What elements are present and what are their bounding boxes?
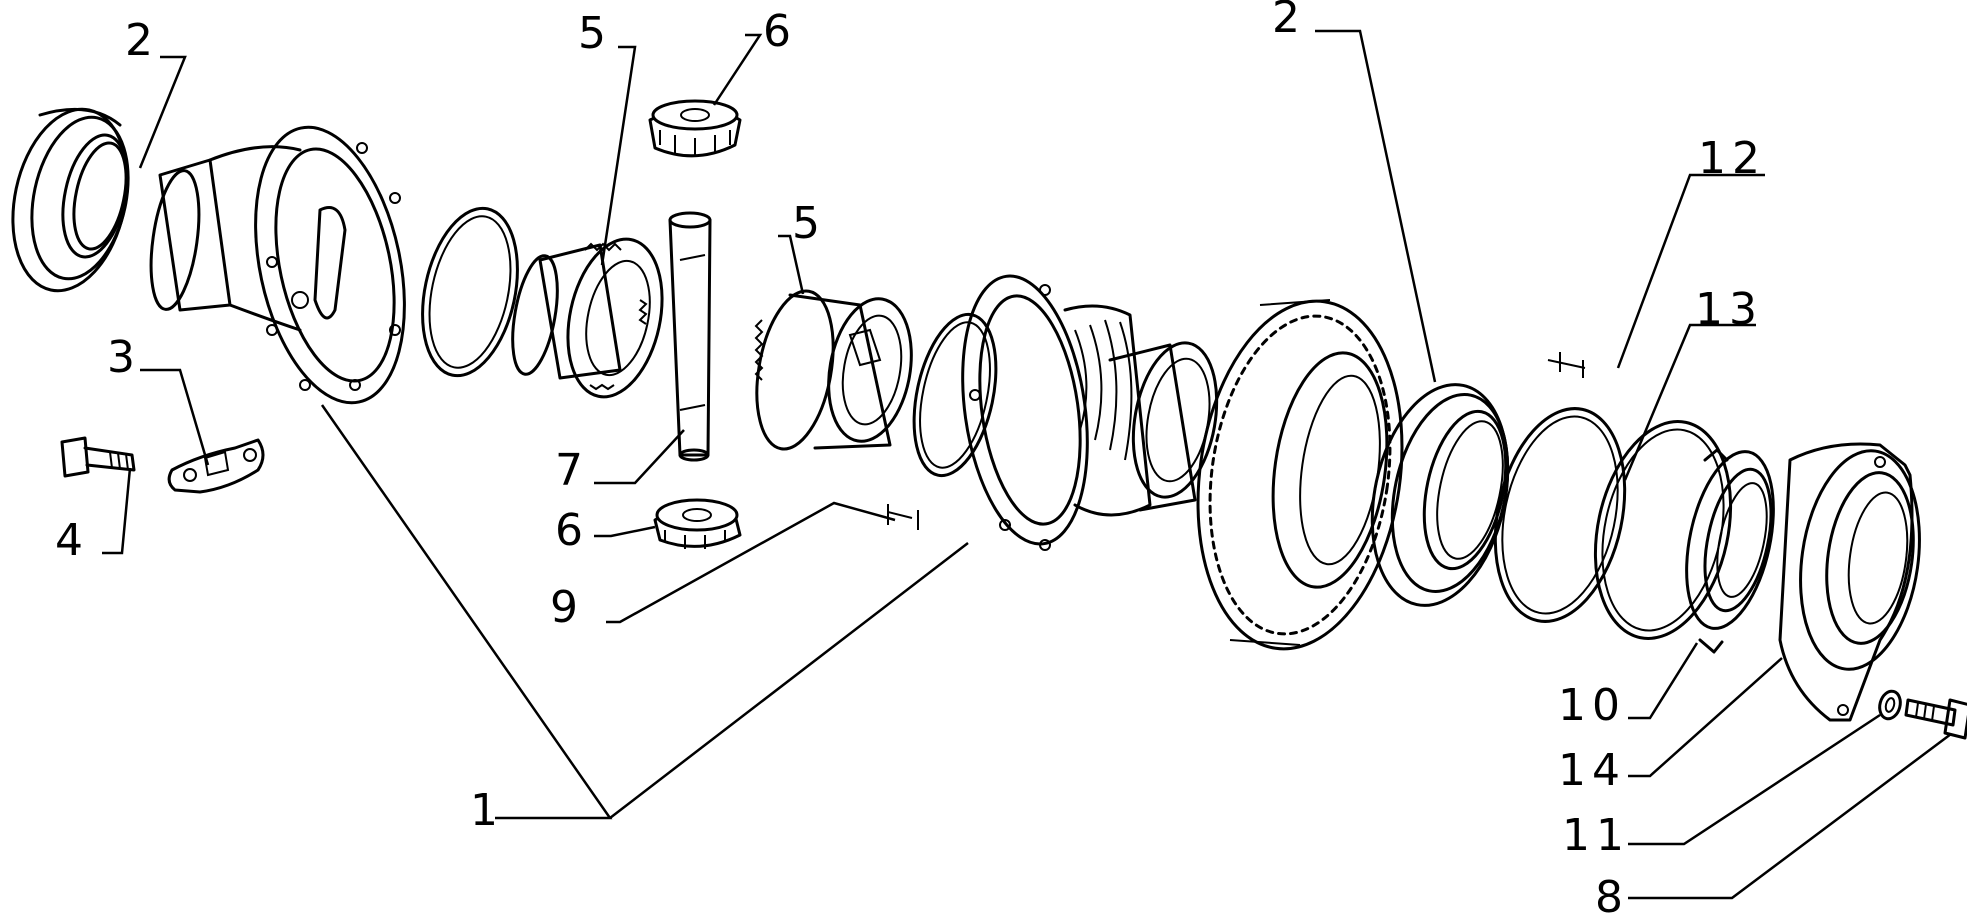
housing-14 [1778,442,1921,722]
planet-gear-bottom [653,498,742,549]
callout-1: 1 [470,785,498,836]
seal-plate-10 [1685,448,1775,654]
callout-5-top: 5 [578,8,606,59]
bolt-8 [1904,698,1967,740]
callout-4: 4 [55,515,83,566]
callout-11: 11 [1562,810,1630,861]
callout-3: 3 [107,332,135,383]
callout-10: 10 [1558,680,1626,731]
callout-13: 13 [1695,284,1763,335]
side-gear-left [511,237,664,399]
callout-14: 14 [1558,745,1626,796]
ring-seal-left [421,206,519,378]
planet-gear-top [648,99,742,158]
callout-9: 9 [550,582,578,633]
callout-6-top: 6 [763,6,791,57]
callout-2-right: 2 [1272,0,1300,43]
callout-labels: 2 5 6 2 12 13 3 5 4 7 6 9 10 14 11 1 8 [55,0,1766,916]
leader-lines [102,29,1952,900]
bearing-right [1370,383,1510,607]
ring-gear [1196,299,1404,651]
callout-5-mid: 5 [792,198,820,249]
bearing-left [11,107,130,293]
shim-ring-9 [912,312,998,478]
callout-12: 12 [1698,133,1766,184]
callout-8: 8 [1595,872,1623,916]
dimension-marks [887,352,1586,530]
bolt-4 [60,436,136,478]
callout-6-bottom: 6 [555,505,583,556]
housing-right [961,274,1219,551]
callout-7: 7 [555,445,583,496]
pinion-shaft [668,211,712,462]
side-gear-right [754,289,913,451]
housing-left [149,125,406,405]
washer-11 [1878,689,1902,721]
shim-ring-12 [1493,407,1627,623]
lock-plate-3 [167,438,265,494]
o-ring-13 [1593,420,1733,640]
callout-2-left: 2 [125,15,153,66]
